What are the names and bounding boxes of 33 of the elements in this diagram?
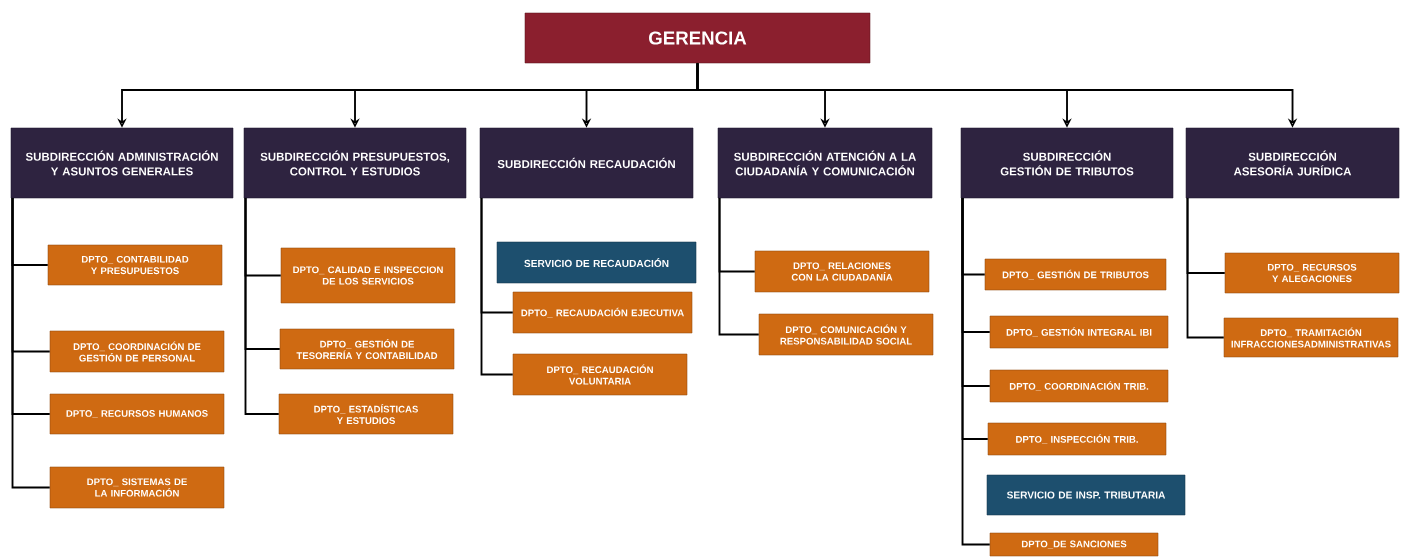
department-box: DPTO_ ESTADÍSTICAS Y ESTUDIOS [278, 393, 454, 435]
department-box: DPTO_ INSPECCIÓN TRIB. [987, 422, 1167, 456]
department-box: DPTO_ COMUNICACIÓN Y RESPONSABILIDAD SOCIAL [758, 313, 934, 356]
department-box: DPTO_ SISTEMAS DE LA INFORMACIÓN [49, 466, 225, 509]
service-box: SERVICIO DE RECAUDACIÓN [496, 241, 697, 284]
connector-line [480, 197, 514, 376]
division-box: SUBDIRECCIÓN PRESUPUESTOS, CONTROL Y ESTUDIOS [243, 127, 467, 199]
division-box: SUBDIRECCIÓN GESTIÓN DE TRIBUTOS [960, 127, 1174, 199]
department-box: DPTO_ CONTABILIDAD Y PRESUPUESTOS [47, 244, 223, 286]
division-box: SUBDIRECCIÓN ASESORÍA JURÍDICA [1185, 127, 1400, 199]
connector-line [961, 197, 991, 546]
department-box: DPTO_ RECURSOS Y ALEGACIONES [1224, 252, 1400, 294]
department-box: DPTO_DE SANCIONES [989, 532, 1159, 557]
executive-box: GERENCIA [524, 12, 871, 64]
department-box: DPTO_ COORDINACIÓN TRIB. [989, 369, 1169, 403]
department-box: DPTO_ CALIDAD E INSPECCION DE LOS SERVICIOS [280, 247, 456, 304]
department-box: DPTO_ GESTIÓN INTEGRAL IBI [989, 315, 1169, 349]
department-box: DPTO_ RELACIONES CON LA CIUDADANÍA [754, 250, 930, 293]
department-box: DPTO_ RECURSOS HUMANOS [49, 393, 225, 435]
division-box: SUBDIRECCIÓN RECAUDACIÓN [479, 127, 694, 199]
connector-line [1186, 197, 1225, 339]
service-box: SERVICIO DE INSP. TRIBUTARIA [986, 474, 1186, 516]
department-box: DPTO_ COORDINACIÓN DE GESTIÓN DE PERSONAL [49, 330, 225, 373]
division-box: SUBDIRECCIÓN ADMINISTRACIÓN Y ASUNTOS GENERALES [10, 127, 234, 199]
department-box: DPTO_ GESTIÓN DE TRIBUTOS [984, 258, 1167, 291]
connector-line [11, 197, 51, 489]
department-box: DPTO_ TRAMITACIÓN INFRACCIONESADMINISTRATIVAS [1223, 317, 1399, 358]
division-box: SUBDIRECCIÓN ATENCIÓN A LA CIUDADANÍA Y COMUNICACIÓN [717, 127, 933, 199]
connector-line [244, 197, 280, 415]
department-box: DPTO_ RECAUDACIÓN VOLUNTARIA [512, 353, 688, 396]
department-box: DPTO_ RECAUDACIÓN EJECUTIVA [512, 291, 693, 334]
department-box: DPTO_ GESTIÓN DE TESORERÍA Y CONTABILIDAD [279, 328, 455, 370]
connector-line [718, 197, 760, 336]
